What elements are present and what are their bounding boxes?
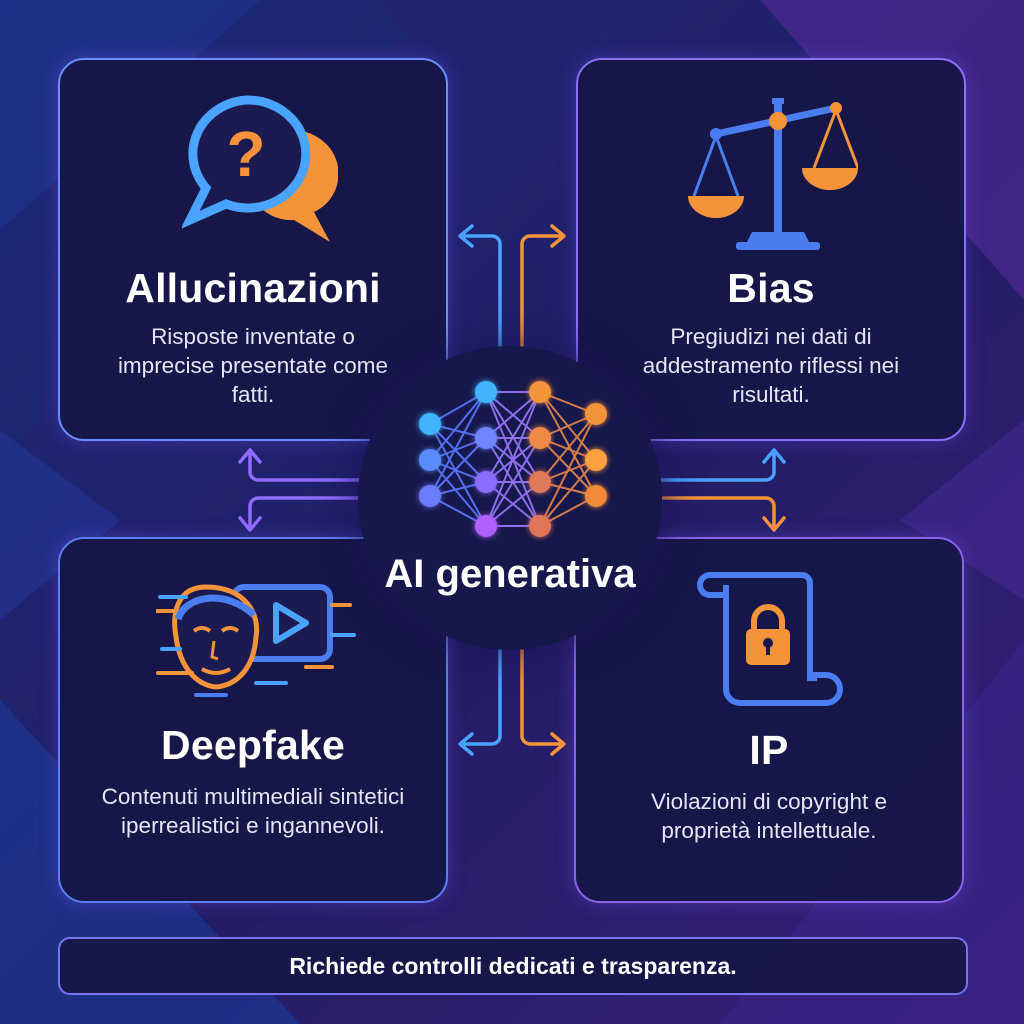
network-node	[529, 427, 551, 449]
network-node	[475, 471, 497, 493]
network-node	[585, 403, 607, 425]
network-node	[475, 381, 497, 403]
locked-document-icon	[697, 572, 843, 706]
footer-text: Richiede controlli dedicati e trasparenz…	[289, 952, 737, 979]
network-node	[419, 413, 441, 435]
network-edge	[485, 437, 541, 527]
network-edge	[539, 391, 597, 497]
balance-scale-icon	[688, 98, 858, 250]
network-edge	[539, 413, 597, 483]
network-edge	[429, 459, 487, 527]
card-deepfake: Deepfake Contenuti multimediali sintetic…	[58, 537, 448, 903]
network-node	[475, 427, 497, 449]
card-hallucinations: ? Allucinazioni Risposte inventate o imp…	[58, 58, 448, 441]
network-edge	[429, 391, 487, 461]
question-speech-bubble-icon: ?	[182, 95, 338, 242]
card-title: Bias	[727, 265, 815, 311]
network-node	[585, 485, 607, 507]
network-edge	[429, 423, 487, 527]
card-description: Contenuti multimediali sintetici iperrea…	[101, 784, 405, 838]
center-hub	[358, 346, 662, 650]
network-node	[419, 449, 441, 471]
network-edge	[485, 391, 541, 527]
card-ip: IP Violazioni di copyright e proprietà i…	[574, 537, 964, 903]
network-edge	[485, 391, 541, 483]
glitch-face-video-icon	[156, 584, 356, 697]
card-title: Deepfake	[161, 722, 345, 768]
network-node	[529, 471, 551, 493]
network-edge	[539, 437, 597, 497]
card-description: Risposte inventate o imprecise presentat…	[117, 324, 389, 407]
center-label: AI generativa	[384, 552, 636, 596]
network-edge	[485, 391, 541, 439]
network-edge	[485, 481, 541, 527]
card-title: Allucinazioni	[125, 265, 381, 311]
network-edge	[429, 423, 487, 483]
svg-text:?: ?	[226, 118, 265, 190]
card-description: Violazioni di copyright e proprietà inte…	[651, 789, 887, 843]
card-bias: Bias Pregiudizi nei dati di addestrament…	[576, 58, 966, 441]
network-node	[419, 485, 441, 507]
network-node	[585, 449, 607, 471]
network-edge	[429, 437, 487, 497]
network-node	[475, 515, 497, 537]
network-edge	[539, 413, 597, 527]
network-node	[529, 381, 551, 403]
neural-network-icon	[419, 381, 607, 537]
card-title: IP	[749, 727, 789, 773]
network-node	[529, 515, 551, 537]
card-description: Pregiudizi nei dati di addestramento rif…	[642, 324, 900, 407]
network-edge	[429, 391, 487, 497]
network-edge	[539, 459, 597, 527]
footer-banner: Richiede controlli dedicati e trasparenz…	[58, 937, 968, 995]
